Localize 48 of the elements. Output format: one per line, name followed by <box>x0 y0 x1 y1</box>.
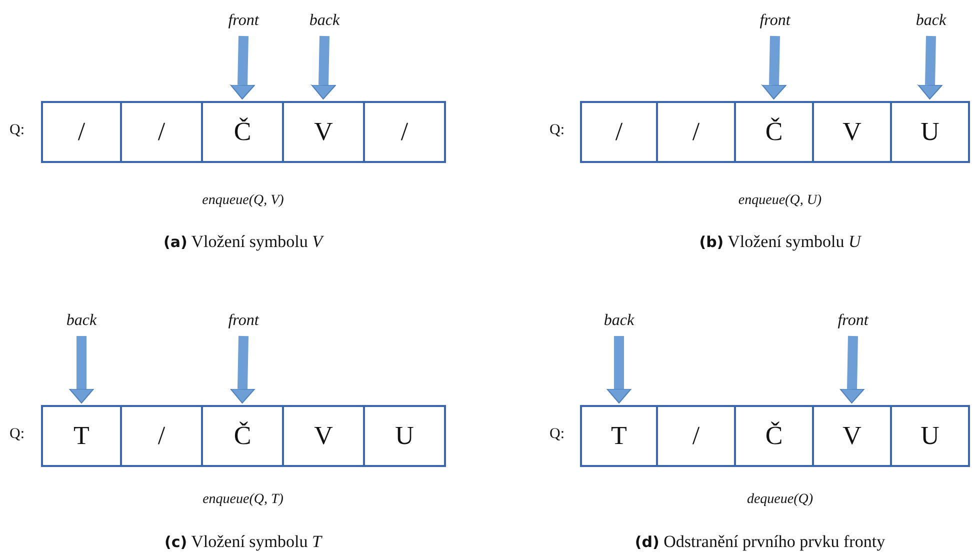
arrow <box>840 336 864 404</box>
pointer-label: front <box>828 312 878 332</box>
queue-cell: Č <box>734 101 814 163</box>
queue-name: Q: <box>550 122 564 139</box>
queue-cell: V <box>282 405 365 467</box>
queue-name: Q: <box>10 122 24 139</box>
pointer-label: front <box>218 12 268 32</box>
queue-cell: U <box>890 405 970 467</box>
operation-text: enqueue(Q, U) <box>738 193 822 209</box>
pointer-label: front <box>218 312 268 332</box>
figure-caption: (d) Odstranění prvního prvku fronty <box>634 532 886 552</box>
operation-text: dequeue(Q) <box>746 492 814 508</box>
queue-cell: U <box>890 101 970 163</box>
arrow <box>762 36 786 100</box>
queue-cell: V <box>282 101 365 163</box>
arrow <box>230 336 255 404</box>
queue-cell: V <box>812 405 892 467</box>
pointer-label: back <box>56 312 106 332</box>
figure-caption: (c) Vložení symbolu T <box>164 532 322 552</box>
figure-caption: (b) Vložení symbolu U <box>699 232 861 252</box>
queue-cell: T <box>41 405 122 467</box>
arrow <box>311 36 336 100</box>
pointer-label: front <box>750 12 800 32</box>
queue-cell: / <box>120 405 203 467</box>
queue-cell: / <box>580 101 658 163</box>
queue-cell: U <box>363 405 446 467</box>
arrow <box>918 36 942 100</box>
queue-cell: / <box>656 101 736 163</box>
pointer-label: back <box>300 12 350 32</box>
operation-text: enqueue(Q, V) <box>202 193 284 209</box>
queue-cell: V <box>812 101 892 163</box>
arrow <box>69 336 94 404</box>
queue-cell: / <box>656 405 736 467</box>
queue-name: Q: <box>10 426 24 443</box>
arrow <box>606 336 632 404</box>
queue-cell: / <box>41 101 122 163</box>
figure-caption: (a) Vložení symbolu V <box>163 232 323 252</box>
queue-cell: Č <box>734 405 814 467</box>
queue-cell: Č <box>201 101 284 163</box>
queue-name: Q: <box>550 426 564 443</box>
queue-cell: T <box>580 405 658 467</box>
arrow <box>230 36 255 100</box>
queue-cell: Č <box>201 405 284 467</box>
pointer-label: back <box>906 12 956 32</box>
queue-cell: / <box>120 101 203 163</box>
operation-text: enqueue(Q, T) <box>202 492 284 508</box>
queue-cell: / <box>363 101 446 163</box>
pointer-label: back <box>594 312 644 332</box>
